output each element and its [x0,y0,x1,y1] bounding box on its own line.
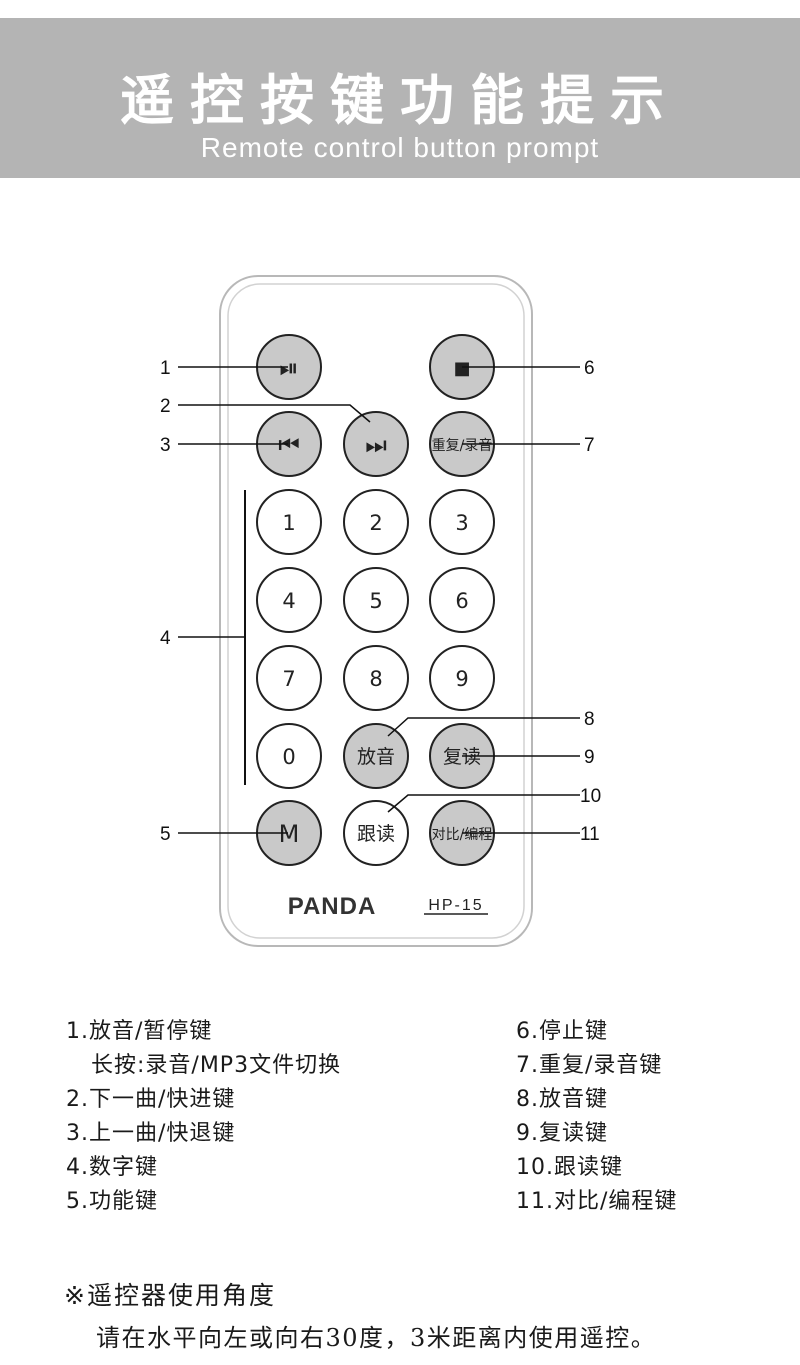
callout-line-8 [387,717,580,737]
repeat-record-label: 重复/录音 [432,437,493,454]
legend-item: 8.放音键 [516,1087,608,1112]
repeat-record-button[interactable]: 重复/录音 [429,411,495,477]
legend-item-note: 长按:录音/MP3文件切换 [91,1053,342,1078]
previous-track-icon: ⏮ [278,431,300,459]
remote-diagram: ⏯ ■ ⏮ ⏭ 重复/录音 1 2 3 4 5 6 7 [160,275,601,947]
digit-label: 1 [282,511,295,535]
digit-button-1[interactable]: 1 [256,489,322,555]
digit-button-3[interactable]: 3 [429,489,495,555]
callout-number-7: 7 [584,435,595,456]
usage-angle-title: ※遥控器使用角度 [64,1281,276,1310]
callout-number-2: 2 [160,396,171,417]
page-title: 遥控按键功能提示 [120,68,680,132]
callout-number-10: 10 [580,786,601,807]
reread-label: 复读 [443,746,481,768]
callout-number-6: 6 [584,358,595,379]
legend-item: 1.放音/暂停键 [66,1019,213,1044]
brand-logo: PANDA [288,893,377,920]
digit-button-0[interactable]: 0 [256,723,322,789]
legend-item: 7.重复/录音键 [516,1053,663,1078]
digit-label: 9 [455,667,468,691]
callout-number-3: 3 [160,435,171,456]
digit-label: 8 [369,667,382,691]
digit-button-9[interactable]: 9 [429,645,495,711]
legend-item: 4.数字键 [66,1155,158,1180]
compare-program-label: 对比/编程 [432,827,493,843]
digit-button-8[interactable]: 8 [343,645,409,711]
legend-item: 2.下一曲/快进键 [66,1087,236,1112]
mode-label: M [279,820,300,848]
callout-number-9: 9 [584,747,595,768]
play-sound-button[interactable]: 放音 [343,723,409,789]
callout-number-4: 4 [160,628,171,649]
legend-item: 6.停止键 [516,1019,608,1044]
digit-label: 6 [455,589,468,613]
digit-label: 2 [369,511,382,535]
callout-line-10 [387,794,580,813]
legend-item: 10.跟读键 [516,1155,623,1180]
legend-item: 9.复读键 [516,1121,608,1146]
usage-angle-text: 请在水平向左或向右30度，3米距离内使用遥控。 [96,1324,657,1352]
page-subtitle: Remote control button prompt [200,132,600,163]
legend-left-column: 1.放音/暂停键 长按:录音/MP3文件切换 2.下一曲/快进键 3.上一曲/快… [66,1015,341,1219]
digit-button-5[interactable]: 5 [343,567,409,633]
next-button[interactable]: ⏭ [343,411,409,477]
callout-number-5: 5 [160,824,171,845]
digit-button-6[interactable]: 6 [429,567,495,633]
legend-right-column: 6.停止键 7.重复/录音键 8.放音键 9.复读键 10.跟读键 11.对比/… [516,1015,677,1219]
digit-button-2[interactable]: 2 [343,489,409,555]
follow-read-label: 跟读 [357,823,395,845]
legend-item: 11.对比/编程键 [516,1189,678,1214]
digit-label: 4 [282,589,295,613]
legend-item: 5.功能键 [66,1189,158,1214]
callout-number-11: 11 [580,824,600,845]
legend-item: 3.上一曲/快退键 [66,1121,236,1146]
follow-read-button[interactable]: 跟读 [343,800,409,866]
digit-label: 0 [282,745,295,769]
digit-label: 5 [369,589,382,613]
model-number: HP-15 [428,897,483,914]
callout-number-8: 8 [584,709,595,730]
play-pause-icon: ⏯ [279,354,298,382]
play-pause-button[interactable]: ⏯ [256,334,322,400]
next-track-icon: ⏭ [365,431,387,459]
digit-label: 7 [282,667,295,691]
previous-button[interactable]: ⏮ [256,411,322,477]
digit-label: 3 [455,511,468,535]
callout-line-2 [178,404,371,423]
header-banner: 遥控按键功能提示 Remote control button prompt [0,18,800,178]
callout-number-1: 1 [160,358,171,379]
digit-button-7[interactable]: 7 [256,645,322,711]
digit-button-4[interactable]: 4 [256,567,322,633]
play-sound-label: 放音 [357,746,395,768]
stop-icon: ■ [453,358,470,379]
